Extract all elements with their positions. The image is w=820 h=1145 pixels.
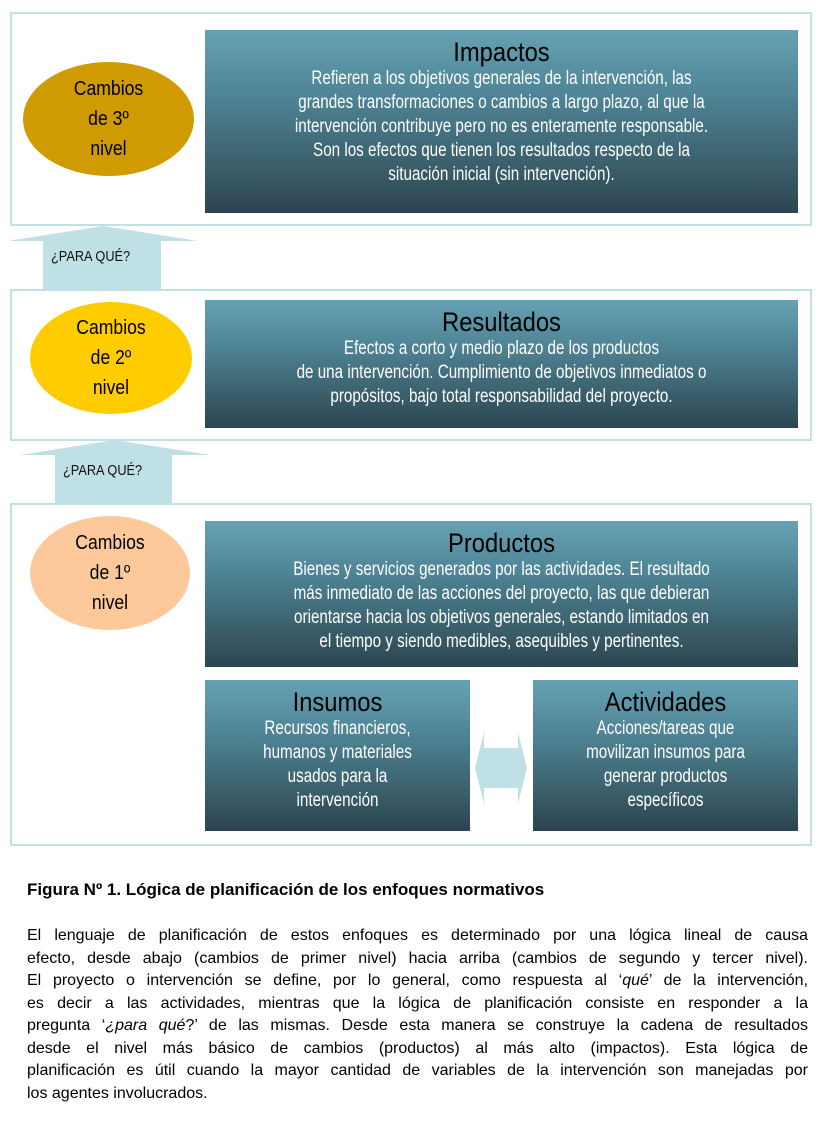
box-text: de una intervención. Cumplimiento de obj… [296,362,707,383]
circle-text: nivel [90,138,127,160]
insumos-box: Insumos Recursos financieros, humanos y … [205,680,470,831]
box-text: Bienes y servicios generados por las act… [293,559,710,580]
circle-text: Cambios [76,317,146,339]
box-text: orientarse hacia los objetivos generales… [294,607,709,628]
circle-text: de 2º [90,347,132,369]
paragraph-line: efecto, desde abajo (cambios de primer n… [27,948,808,971]
text-segment: pregunta ‘ [27,1017,106,1034]
circle-text: nivel [92,377,130,399]
box-text: más inmediato de las acciones del proyec… [293,583,710,604]
box-text: Son los efectos que tienen los resultado… [313,140,690,161]
arrow-label: ¿PARA QUÉ? [63,462,143,479]
box-title: Impactos [453,37,550,67]
box-text: movilizan insumos para [586,742,745,763]
box-text: propósitos, bajo total responsabilidad d… [330,386,673,407]
circle-level-3: Cambios de 3º nivel [23,62,194,176]
text-segment: desde el nivel más básico de cambios (pr… [27,1039,808,1057]
paragraph-line: El proyecto o intervención se define, po… [27,970,808,993]
box-text: generar productos [603,766,728,787]
circle-level-2: Cambios de 2º nivel [30,302,192,414]
text-segment: efecto, desde abajo (cambios de primer n… [27,949,808,967]
arrow-label: ¿PARA QUÉ? [51,248,131,265]
paragraph-line: El lenguaje de planificación de estos en… [27,925,808,948]
box-text: grandes transformaciones o cambios a lar… [298,92,705,113]
text-segment: planificación es útil cuando la mayor ca… [27,1062,808,1079]
up-arrow-1: ¿PARA QUÉ? [6,226,200,290]
paragraph-line: desde el nivel más básico de cambios (pr… [27,1038,808,1061]
text-segment: El proyecto o intervención se define, po… [27,972,623,989]
paragraph-line: es decir a las actividades, mientras que… [27,993,808,1016]
circle-text: nivel [91,592,129,614]
up-arrow-icon [8,226,198,290]
body-paragraph: El lenguaje de planificación de estos en… [27,925,808,1105]
impactos-box: Impactos Refieren a los objetivos genera… [205,30,798,213]
box-text: Recursos financieros, [264,718,411,739]
italic-text: qué [622,972,649,989]
italic-text: ¿para qué [105,1017,186,1034]
up-arrow-2: ¿PARA QUÉ? [20,440,212,504]
double-arrow-icon [475,732,527,804]
circle-text: de 1º [89,562,131,584]
circle-level-1: Cambios de 1º nivel [30,516,190,630]
box-title: Productos [447,528,555,558]
box-text: usados para la [287,766,388,787]
box-text: humanos y materiales [263,742,412,763]
box-text: Refieren a los objetivos generales de la… [311,68,692,89]
text-segment: El lenguaje de planificación de estos en… [27,927,808,944]
text-segment: los agentes involucrados. [27,1084,208,1102]
circle-text: Cambios [75,532,145,554]
paragraph-line: planificación es útil cuando la mayor ca… [27,1060,808,1083]
box-text: Efectos a corto y medio plazo de los pro… [343,338,660,359]
box-text: intervención [296,790,379,811]
up-arrow-icon [20,440,210,504]
actividades-box: Actividades Acciones/tareas que moviliza… [533,680,798,831]
productos-box: Productos Bienes y servicios generados p… [205,521,798,667]
circle-text: de 3º [88,108,129,130]
resultados-box: Resultados Efectos a corto y medio plazo… [205,300,798,428]
circle-text: Cambios [73,78,144,100]
box-text: situación inicial (sin intervención). [388,164,615,185]
text-segment: ?’ de las mismas. Desde esta manera se c… [185,1017,809,1034]
box-text: Acciones/tareas que [596,718,735,739]
paragraph-line: los agentes involucrados. [27,1083,808,1106]
text-segment: ’ de la intervención, [648,972,809,989]
box-text: el tiempo y siendo medibles, asequibles … [319,631,684,652]
text-segment: es decir a las actividades, mientras que… [27,994,808,1012]
figure-caption: Figura Nº 1. Lógica de planificación de … [27,880,545,899]
box-text: intervención contribuye pero no es enter… [294,116,709,137]
box-title: Insumos [292,687,383,717]
box-title: Resultados [442,307,561,337]
paragraph-line: pregunta ‘¿para qué?’ de las mismas. Des… [27,1015,808,1038]
box-title: Actividades [604,687,727,717]
box-text: específicos [627,790,704,811]
